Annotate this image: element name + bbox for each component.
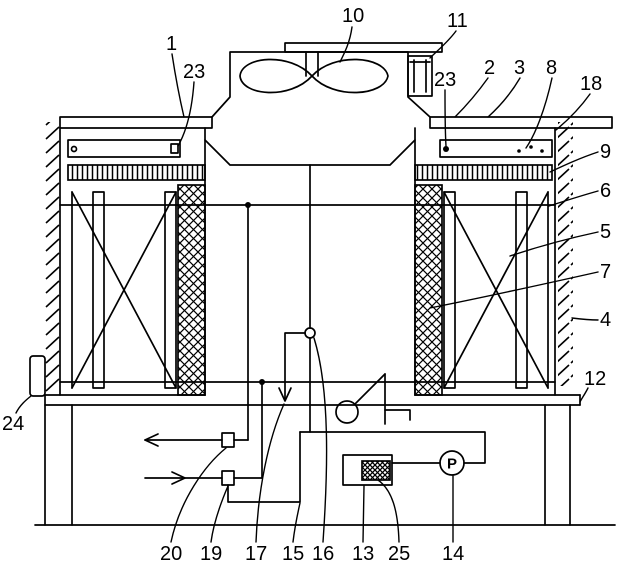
label-18: 18 [580,73,602,95]
leader-2 [454,77,489,118]
leader-8 [525,77,553,149]
leader-10 [339,26,353,63]
spray-droplet-1 [517,149,521,153]
leader-23-right [444,89,447,147]
eliminator-left [67,139,181,158]
leader-11 [429,30,457,59]
grating-right [414,164,553,181]
float-arm [354,373,386,405]
label-23-left: 23 [183,61,205,83]
label-7: 7 [600,261,611,283]
strainer-mesh [361,460,391,481]
label-10: 10 [342,5,364,27]
coil-diagonal-right-b [443,191,549,389]
fan-blade-left [239,58,313,94]
fan-assembly [211,42,443,118]
label-3: 3 [514,57,525,79]
nozzle-left [170,143,179,154]
leader-7 [429,271,599,309]
spray-droplet-2 [529,145,533,149]
coil-bar-left-inner [164,191,177,389]
leader-15 [292,502,301,543]
leader-16 [313,337,328,543]
label-15: 15 [282,543,304,565]
fan-housing [211,51,431,118]
coil-left [71,191,177,389]
leader-9 [549,151,599,173]
branch-line [284,332,306,401]
coil-right [443,191,549,389]
top-plate [284,42,443,53]
deck-right [429,116,613,129]
label-9: 9 [600,141,611,163]
leader-lines [15,26,599,543]
label-2: 2 [484,57,495,79]
label-24: 24 [2,413,24,435]
label-1: 1 [166,33,177,55]
fan-blade-right [311,58,389,94]
label-13: 13 [352,543,374,565]
leader-3 [487,77,521,118]
float-valve-bracket [384,409,411,421]
leader-4 [571,317,599,321]
label-17: 17 [245,543,267,565]
motor-box [407,55,433,97]
fill-pack-right [414,184,443,396]
label-25: 25 [388,543,410,565]
leader-12 [579,387,589,403]
leader-1 [171,53,185,118]
right-wall-hatching [558,122,573,386]
pump-symbol: P [447,456,457,473]
coil-bar-right-inner [443,191,456,389]
label-11: 11 [447,10,468,32]
control-box [29,355,46,397]
inlet-arrow [171,471,186,485]
float-ball [335,400,359,424]
label-5: 5 [600,221,611,243]
leader-25 [377,479,400,543]
grating-left [67,164,206,181]
leader-23-left [177,81,195,147]
plenum [204,127,416,166]
leader-5 [509,231,599,257]
label-19: 19 [200,543,222,565]
leader-17 [255,403,285,543]
label-20: 20 [160,543,182,565]
leader-20 [170,447,227,543]
leader-19 [210,485,229,543]
reference-labels: 10 11 1 23 23 2 3 8 18 9 6 5 7 4 12 24 2… [2,5,611,565]
leader-18 [555,93,591,131]
valve-outlet [221,432,235,448]
fill-pack-left [177,184,206,396]
label-8: 8 [546,57,557,79]
nozzle-left-end [70,145,78,153]
eliminator-right [439,139,553,158]
outlet-arrow [144,433,159,447]
spray-water-line [299,431,486,464]
strainer-box [342,454,393,486]
drain-line [227,431,301,503]
leader-13 [362,485,365,543]
label-16: 16 [312,543,334,565]
branch-arrow-down [278,387,292,402]
coil-diagonal-left-b [71,191,177,389]
label-12: 12 [584,368,606,390]
label-23-right: 23 [434,69,456,91]
label-6: 6 [600,180,611,202]
nozzle-right [443,146,449,152]
label-14: 14 [442,543,464,565]
leader-6 [548,190,599,207]
left-wall-hatching [45,122,60,392]
leader-24 [15,395,32,414]
riser-node [304,327,316,339]
spray-droplet-3 [540,149,544,153]
coil-bar-left-outer [92,191,105,389]
label-4: 4 [600,309,611,331]
valve-inlet [221,470,235,486]
